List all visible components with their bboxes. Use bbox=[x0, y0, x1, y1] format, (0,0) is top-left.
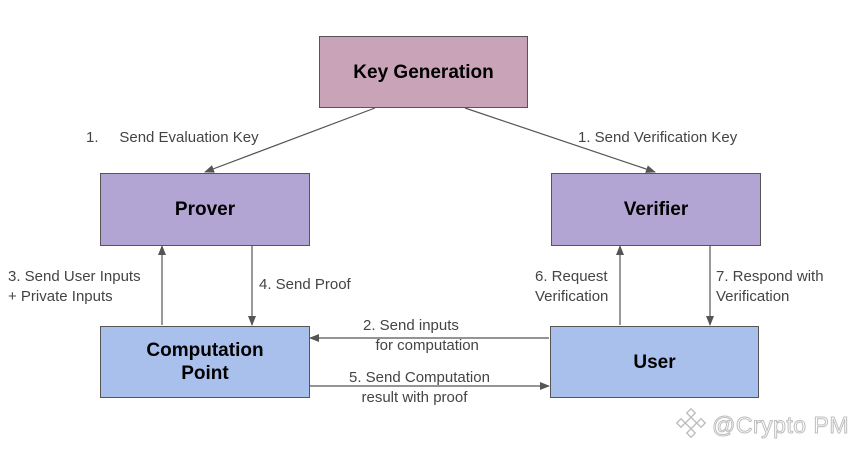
watermark-text: @Crypto PM bbox=[712, 411, 849, 438]
edge-keygen-to-prover bbox=[204, 107, 376, 173]
prover-node: Prover bbox=[100, 173, 310, 246]
watermark: @Crypto PM bbox=[675, 407, 849, 443]
verifier-node: Verifier bbox=[551, 173, 761, 246]
send-inputs-for-computation-label: 2. Send inputs for computation bbox=[363, 317, 479, 354]
binance-logo-icon bbox=[675, 407, 707, 443]
respond-with-verification-label: 7. Respond with Verification bbox=[716, 268, 824, 305]
edge-keygen-to-verifier bbox=[464, 107, 656, 173]
send-proof-label: 4. Send Proof bbox=[259, 276, 351, 293]
request-verification-label: 6. Request Verification bbox=[535, 268, 609, 305]
send-verification-key-label: 1. Send Verification Key bbox=[578, 129, 738, 146]
send-evaluation-key-label: 1. Send Evaluation Key bbox=[86, 129, 259, 146]
key-generation-node: Key Generation bbox=[319, 36, 528, 108]
computation-point-node: Computation Point bbox=[100, 326, 310, 398]
user-node: User bbox=[550, 326, 759, 398]
send-computation-result-label: 5. Send Computation result with proof bbox=[349, 369, 490, 406]
send-user-inputs-label: 3. Send User Inputs + Private Inputs bbox=[8, 268, 141, 305]
